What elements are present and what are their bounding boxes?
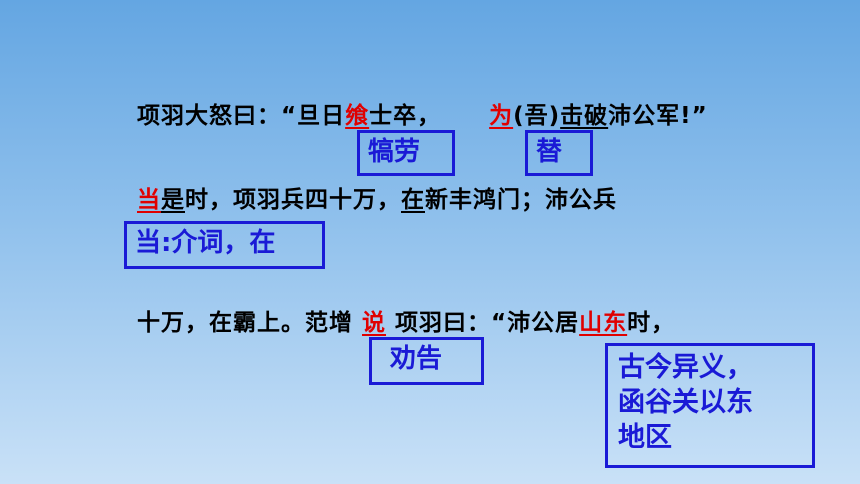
annotation-text: 当:介词，在 bbox=[135, 228, 276, 258]
annotation-text: 古今异义， bbox=[618, 352, 753, 383]
text-segment: 项羽大怒曰：“旦日 bbox=[137, 103, 346, 129]
text-segment: 沛公军!” bbox=[608, 103, 708, 129]
key-word-jipo: 击破 bbox=[560, 103, 609, 129]
text-segment: 时， bbox=[627, 310, 676, 336]
sentence-line-3: 十万，在霸上。范增 说 项羽曰：“沛公居山东时， bbox=[137, 303, 675, 337]
key-word-shandong: 山东 bbox=[579, 310, 628, 336]
sentence-line-2: 当是时，项羽兵四十万，在新丰鸿门；沛公兵 bbox=[137, 180, 617, 214]
annotation-box-gujin: 古今异义， 函谷关以东 地区 bbox=[605, 343, 815, 468]
text-segment: 士卒， bbox=[369, 103, 442, 129]
key-word-shui: 说 bbox=[362, 310, 387, 336]
text-segment: 项羽曰：“沛公居 bbox=[386, 310, 580, 336]
sentence-line-1: 项羽大怒曰：“旦日飨士卒， 为(吾)击破沛公军!” bbox=[137, 96, 708, 130]
key-word-xiang: 飨 bbox=[345, 103, 370, 129]
key-word-dang: 当 bbox=[137, 187, 161, 213]
key-word-shi: 是 bbox=[161, 187, 185, 213]
annotation-box-dang: 当:介词，在 bbox=[124, 221, 325, 269]
annotation-text: 地区 bbox=[618, 422, 672, 454]
text-segment: 十万，在霸上。范增 bbox=[137, 310, 363, 336]
annotation-box-ti: 替 bbox=[525, 130, 593, 176]
key-word-wei: 为 bbox=[489, 103, 514, 129]
annotation-text: 替 bbox=[536, 137, 563, 167]
text-segment: 时，项羽兵四十万， bbox=[185, 187, 401, 213]
annotation-box-quangao: 劝告 bbox=[369, 337, 484, 385]
annotation-text: 犒劳 bbox=[368, 137, 421, 167]
text-segment: 新丰鸿门；沛公兵 bbox=[425, 187, 617, 213]
text-segment: (吾) bbox=[513, 103, 561, 129]
annotation-box-gaolao: 犒劳 bbox=[357, 130, 455, 176]
annotation-text: 函谷关以东 bbox=[618, 387, 753, 419]
annotation-text: 劝告 bbox=[390, 344, 443, 374]
key-word-zai: 在 bbox=[401, 187, 425, 213]
